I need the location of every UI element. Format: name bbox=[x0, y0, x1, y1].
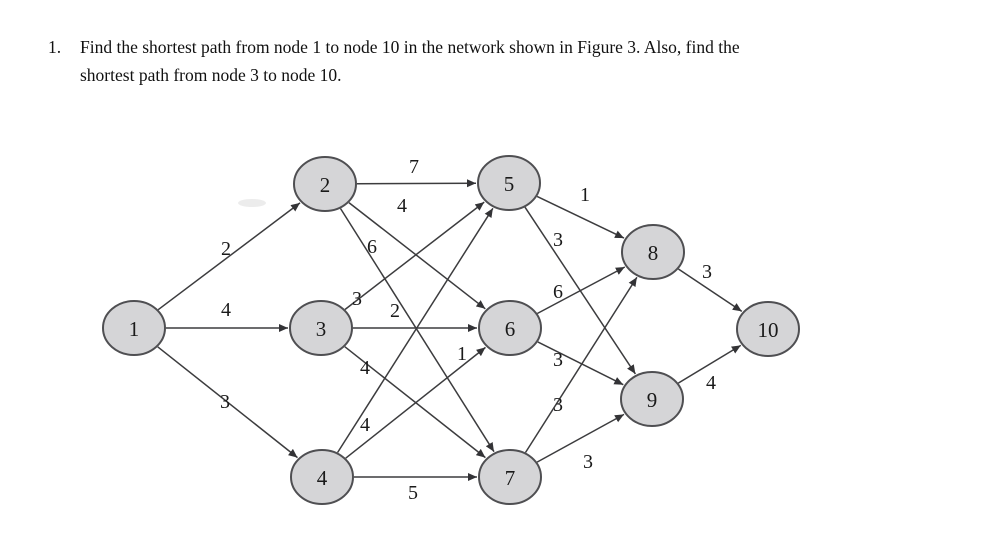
graph-edge-weight-5-9: 3 bbox=[553, 229, 563, 251]
graph-edge-7-9 bbox=[536, 413, 625, 463]
graph-edge-weight-8-10: 3 bbox=[702, 261, 712, 283]
graph-edge-6-9 bbox=[537, 341, 624, 386]
graph-edge-weight-2-6: 4 bbox=[397, 195, 407, 217]
graph-edge-weight-3-5: 3 bbox=[352, 288, 362, 310]
graph-node-1 bbox=[102, 300, 166, 356]
problem-number: 1. bbox=[48, 37, 62, 57]
graph-node-4 bbox=[290, 449, 354, 505]
graph-edge-weight-1-4: 3 bbox=[220, 391, 230, 413]
graph-node-5 bbox=[477, 155, 541, 211]
graph-edge-1-4 bbox=[157, 346, 298, 459]
graph-node-10 bbox=[736, 301, 800, 357]
graph-node-label-7: 7 bbox=[505, 466, 516, 490]
graph-node-label-10: 10 bbox=[758, 318, 779, 342]
graph-edge-weight-3-6: 2 bbox=[390, 300, 400, 322]
graph-edge-6-8 bbox=[536, 266, 626, 315]
problem-text-line-1: Find the shortest path from node 1 to no… bbox=[80, 37, 740, 57]
graph-edge-weight-2-5: 7 bbox=[409, 156, 419, 178]
graph-edge-4-6 bbox=[345, 346, 486, 459]
graph-node-8 bbox=[621, 224, 685, 280]
graph-node-9 bbox=[620, 371, 684, 427]
graph-node-6 bbox=[478, 300, 542, 356]
graph-edge-weight-5-8: 1 bbox=[580, 184, 590, 206]
graph-edge-weight-4-7: 5 bbox=[408, 482, 418, 504]
graph-node-label-5: 5 bbox=[504, 172, 515, 196]
graph-edge-7-8 bbox=[524, 276, 638, 453]
graph-node-7 bbox=[478, 449, 542, 505]
graph-edge-weight-1-2: 2 bbox=[221, 238, 231, 260]
graph-edge-2-5 bbox=[356, 179, 477, 188]
graph-edge-weight-4-6: 1 bbox=[457, 343, 467, 365]
graph-node-label-4: 4 bbox=[317, 466, 328, 490]
graph-edge-weight-4-5: 4 bbox=[360, 414, 370, 436]
graph-edge-weight-2-7: 6 bbox=[367, 236, 377, 258]
graph-node-label-6: 6 bbox=[505, 317, 516, 341]
graph-edge-weight-6-9: 3 bbox=[553, 349, 563, 371]
graph-edge-weight-6-8: 6 bbox=[553, 281, 563, 303]
nodes-layer: 1 2 3 4 5 6 7 8 9 10 bbox=[102, 155, 800, 505]
graph-edge-5-8 bbox=[536, 195, 625, 239]
graph-edge-weight-7-8: 3 bbox=[553, 394, 563, 416]
graph-edge-1-2 bbox=[157, 202, 301, 311]
graph-edge-4-5 bbox=[336, 207, 494, 453]
problem-text: Find the shortest path from node 1 to no… bbox=[80, 33, 740, 89]
scan-artifact bbox=[238, 199, 266, 207]
graph-edge-2-7 bbox=[339, 208, 495, 453]
graph-edge-3-7 bbox=[344, 346, 486, 459]
problem-text-line-2: shortest path from node 3 to node 10. bbox=[80, 65, 342, 85]
graph-node-label-9: 9 bbox=[647, 388, 658, 412]
edges-layer bbox=[157, 179, 743, 481]
graph-node-label-3: 3 bbox=[316, 317, 327, 341]
graph-edge-8-10 bbox=[677, 268, 743, 313]
graph-node-2 bbox=[293, 156, 357, 212]
graph-edge-3-5 bbox=[344, 201, 485, 311]
graph-node-label-8: 8 bbox=[648, 241, 659, 265]
graph-edge-9-10 bbox=[677, 344, 742, 384]
graph-edge-weight-1-3: 4 bbox=[221, 299, 231, 321]
graph-edge-weight-9-10: 4 bbox=[706, 372, 716, 394]
problem-statement: 1. Find the shortest path from node 1 to… bbox=[48, 33, 740, 89]
graph-node-label-2: 2 bbox=[320, 173, 331, 197]
graph-edge-weight-7-9: 3 bbox=[583, 451, 593, 473]
graph-edge-2-6 bbox=[348, 202, 486, 310]
graph-edge-weight-3-7: 4 bbox=[360, 357, 370, 379]
graph-node-3 bbox=[289, 300, 353, 356]
graph-node-label-1: 1 bbox=[129, 317, 140, 341]
